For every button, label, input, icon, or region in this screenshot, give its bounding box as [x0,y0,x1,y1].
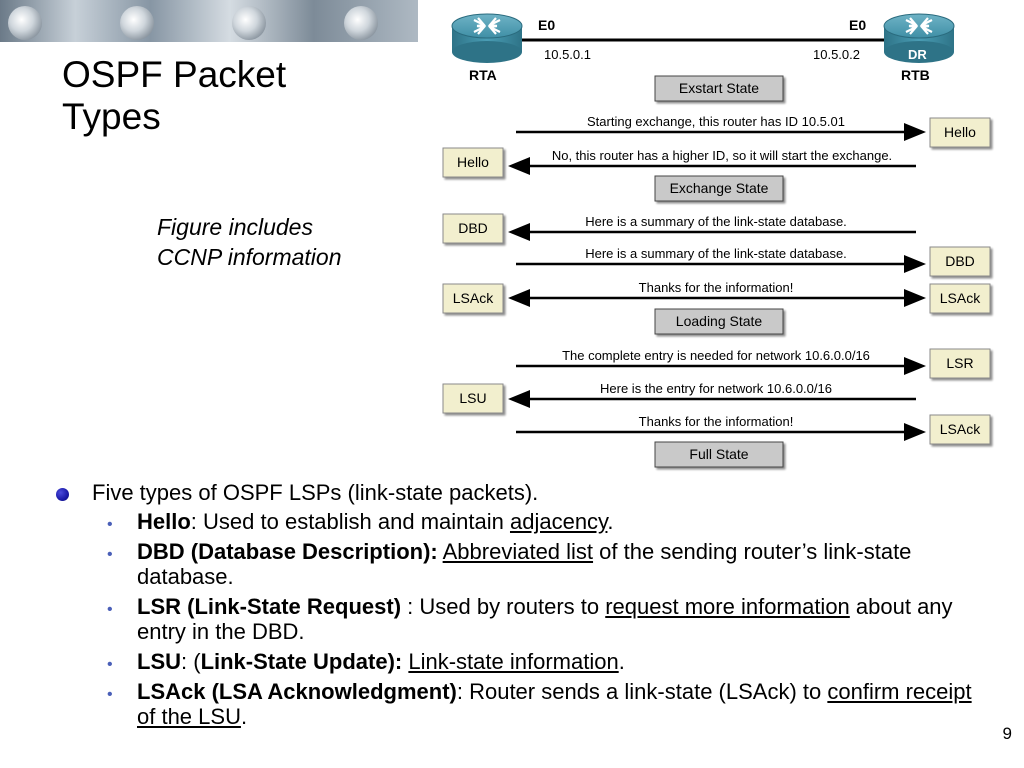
packet-box-lsack-right-2: LSAck [929,414,991,445]
state-label: Full State [689,446,748,462]
key-phrase: Abbreviated list [442,539,594,564]
header-image-strip [0,0,418,42]
sub-bullet-icon: • [107,601,113,618]
key-phrase: confirm receipt of the LSU [137,679,972,729]
message-text: The complete entry is needed for network… [562,348,870,363]
packet-label: LSU [459,390,486,406]
sub-bullet-icon: • [107,686,113,703]
packet-box-hello-right: Hello [929,117,991,148]
key-phrase: request more information [605,594,850,619]
message-arrow-right: Thanks for the information! [516,414,926,441]
bullet-list: Five types of OSPF LSPs (link-state pack… [52,480,992,734]
state-label: Loading State [676,313,763,329]
definition-tail: . [618,649,625,674]
sub-bullet-icon: • [107,656,113,673]
packet-box-hello-left: Hello [442,147,504,178]
definition-tail: . [607,509,614,534]
message-arrow-left: Here is the entry for network 10.6.0.0/1… [508,381,916,408]
right-router-interface: E0 [849,17,866,33]
packet-label: LSR [946,355,973,371]
packet-box-lsu-left: LSU [442,383,504,414]
message-arrow-right: Starting exchange, this router has ID 10… [516,114,926,141]
packet-box-lsack-left: LSAck [442,283,504,314]
list-item-lsack: • LSAck (LSA Acknowledgment): Router sen… [107,679,992,729]
key-phrase: Link-state information [408,649,619,674]
sub-bullet-list: • Hello: Used to establish and maintain … [52,509,992,729]
list-item-lsu: • LSU: (Link-State Update): Link-state i… [107,649,992,674]
definition: : Used by routers to [401,594,606,619]
packet-label: DBD [945,253,975,269]
dr-label: DR [908,47,927,62]
list-item-lsr: • LSR (Link-State Request) : Used by rou… [107,594,992,644]
packet-box-lsr-right: LSR [929,348,991,379]
ospf-exchange-diagram: E0 10.5.0.1 RTA DR E0 10.5.0.2 RTB Exsta… [442,13,991,468]
state-box-loading: Loading State [654,308,784,335]
sub-bullet-icon: • [107,546,113,563]
bullet-main-text: Five types of OSPF LSPs (link-state pack… [92,480,539,505]
state-box-full: Full State [654,441,784,468]
packet-label: LSAck [940,421,981,437]
page-number: 9 [1002,724,1012,743]
figure-note-line-1: Figure includes [157,214,313,240]
router-icon [883,13,955,63]
packet-label: LSAck [453,290,494,306]
bullet-main: Five types of OSPF LSPs (link-state pack… [52,480,992,505]
message-text: Here is a summary of the link-state data… [585,214,847,229]
message-arrow-left: Here is a summary of the link-state data… [508,214,916,241]
definition: : Used to establish and maintain [190,509,510,534]
term-expansion: Link-State Update): [200,649,403,674]
right-router-name: RTB [901,67,930,83]
title-line-2: Types [62,96,161,137]
figure-note-line-2: CCNP information [157,244,342,270]
figure-note: Figure includes CCNP information [157,212,387,272]
packet-box-lsack-right: LSAck [929,283,991,314]
message-arrow-both: Thanks for the information! [508,280,926,307]
message-text: Here is a summary of the link-state data… [585,246,847,261]
left-router-interface: E0 [538,17,555,33]
definition-tail: about any entry in the DBD. [137,594,953,644]
list-item-hello: • Hello: Used to establish and maintain … [107,509,992,534]
packet-box-dbd-right: DBD [929,246,991,277]
state-box-exchange: Exchange State [654,175,784,202]
left-router-name: RTA [469,67,497,83]
packet-label: DBD [458,220,488,236]
term: DBD (Database Description): [137,539,438,564]
bullet-icon [56,488,69,501]
sub-bullet-icon: • [107,516,113,533]
separator: : ( [181,649,201,674]
term: LSR (Link-State Request) [137,594,402,619]
list-item-dbd: • DBD (Database Description): Abbreviate… [107,539,992,589]
right-router-ip: 10.5.0.2 [813,47,860,62]
definition: : Router sends a link-state (LSAck) to [456,679,828,704]
term: LSAck (LSA Acknowledgment) [137,679,457,704]
packet-label: Hello [944,124,976,140]
message-text: Here is the entry for network 10.6.0.0/1… [600,381,832,396]
packet-label: LSAck [940,290,981,306]
left-router-ip: 10.5.0.1 [544,47,591,62]
state-label: Exchange State [670,180,769,196]
definition-tail: . [240,704,248,729]
packet-label: Hello [457,154,489,170]
definition-tail: of the sending router’s link-state datab… [137,539,912,589]
term: LSU [137,649,181,674]
title-line-1: OSPF Packet [62,54,287,95]
state-box-exstart: Exstart State [654,75,784,102]
key-phrase: adjacency [509,509,608,534]
router-icon [451,13,523,63]
message-arrow-right: Here is a summary of the link-state data… [516,246,926,273]
message-arrow-right: The complete entry is needed for network… [516,348,926,375]
page-title: OSPF Packet Types [62,54,362,138]
message-arrow-left: No, this router has a higher ID, so it w… [508,148,916,175]
state-label: Exstart State [679,80,759,96]
term: Hello [137,509,191,534]
message-text: Thanks for the information! [639,280,794,295]
packet-box-dbd-left: DBD [442,213,504,244]
message-text: Thanks for the information! [639,414,794,429]
message-text: Starting exchange, this router has ID 10… [587,114,845,129]
message-text: No, this router has a higher ID, so it w… [552,148,892,163]
